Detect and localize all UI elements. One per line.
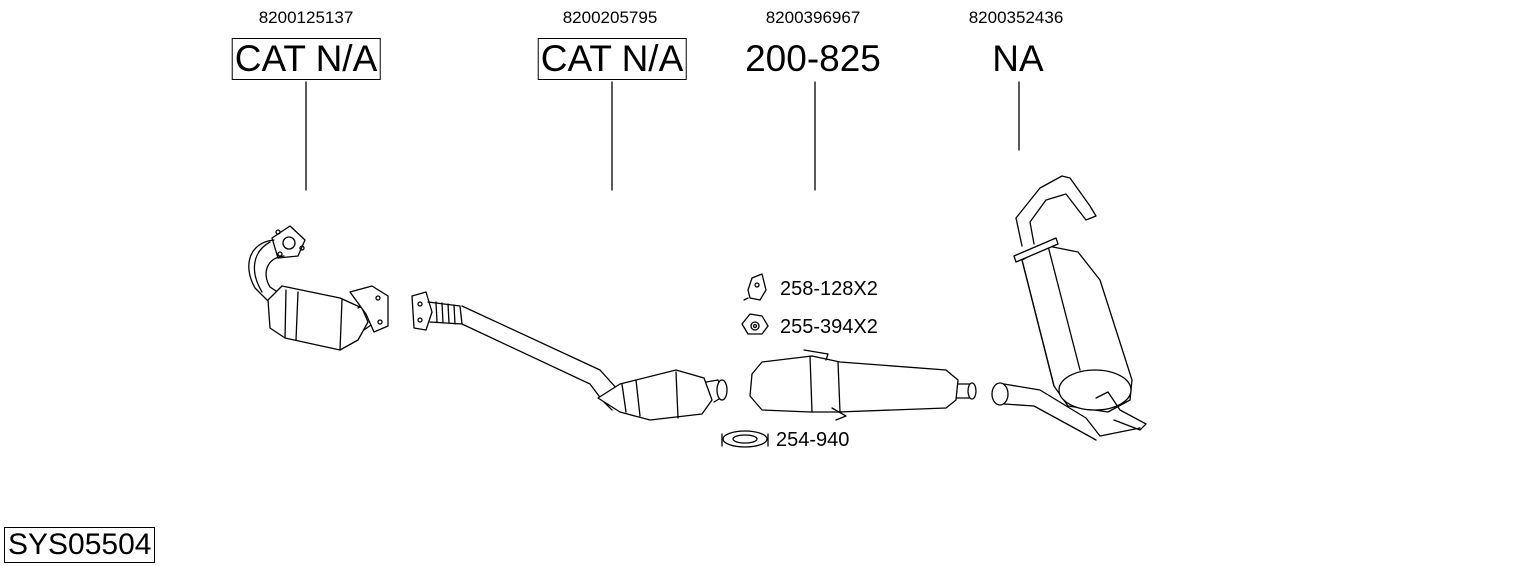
system-code-label: SYS05504 <box>4 527 156 563</box>
second-catalyst-part <box>411 291 728 421</box>
mounting-rubber-icon <box>741 313 769 335</box>
middle-silencer-part <box>749 349 977 421</box>
accessory-code-mounting: 255-394X2 <box>780 316 878 338</box>
rear-silencer-part <box>991 175 1147 441</box>
clamp-icon <box>721 430 769 448</box>
oem-number-1: 8200125137 <box>258 8 354 27</box>
accessory-code-hanger: 258-128X2 <box>780 278 878 300</box>
part-ref-2: CAT N/A <box>537 38 687 80</box>
accessory-code-clamp: 254-940 <box>776 429 850 451</box>
part-ref-4: NA <box>992 38 1044 79</box>
front-catalyst-part <box>248 225 389 351</box>
rubber-hanger-icon <box>743 273 767 301</box>
part-ref-3: 200-825 <box>745 38 881 79</box>
oem-number-3: 8200396967 <box>765 8 861 27</box>
part-ref-1: CAT N/A <box>231 38 381 80</box>
oem-number-4: 8200352436 <box>968 8 1064 27</box>
oem-number-2: 8200205795 <box>562 8 658 27</box>
